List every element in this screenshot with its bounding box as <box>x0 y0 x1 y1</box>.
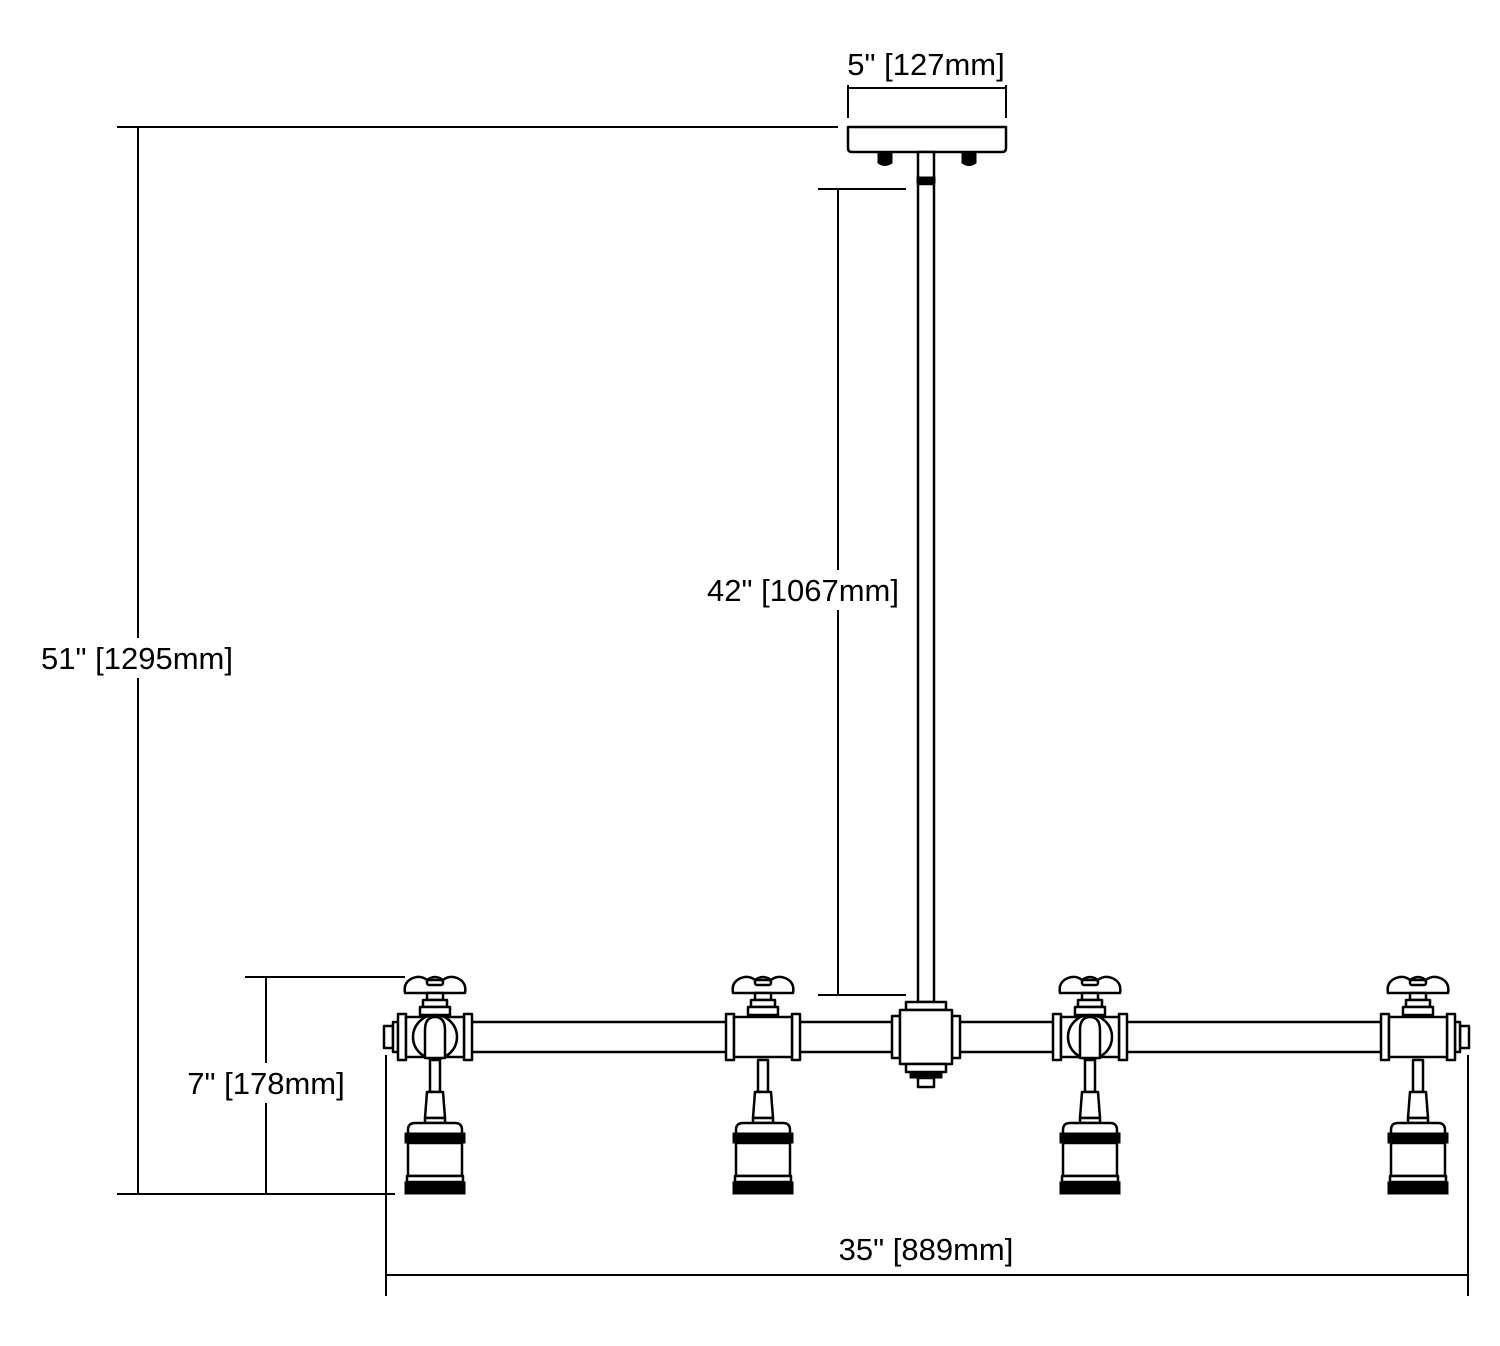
stem <box>916 150 936 1004</box>
socket-lip <box>1060 1174 1120 1184</box>
valve-handle-hub <box>1080 978 1100 987</box>
socket-lip <box>405 1174 465 1184</box>
socket-top <box>734 1121 792 1136</box>
canopy-screw <box>877 151 893 166</box>
light-height-dimension: 7" [178mm] <box>175 976 405 1194</box>
end-cap <box>382 1024 395 1050</box>
light-4 <box>1379 975 1471 1195</box>
overall-width-label: 35" [889mm] <box>839 1232 1014 1267</box>
socket-lip <box>733 1174 793 1184</box>
tee-body <box>732 1015 794 1059</box>
overall-height-dimension: 51" [1295mm] <box>25 126 838 1195</box>
socket-band-bottom <box>1059 1181 1121 1195</box>
valve-lever <box>1078 1015 1102 1060</box>
valve-handle-hub <box>753 978 773 987</box>
valve-lever <box>423 1015 447 1060</box>
valve-handle-hub <box>1408 978 1428 987</box>
socket-neck <box>1406 1090 1430 1120</box>
socket-band-top <box>1387 1132 1449 1144</box>
socket-cup <box>734 1141 792 1178</box>
end-cap <box>1458 1024 1471 1050</box>
socket-top <box>406 1121 464 1136</box>
valve-collar <box>746 1005 780 1017</box>
socket-band-top <box>1059 1132 1121 1144</box>
socket-band-top <box>732 1132 794 1144</box>
overall-height-label: 51" [1295mm] <box>41 641 233 676</box>
socket-top <box>1389 1121 1447 1136</box>
light-2 <box>724 975 802 1195</box>
socket-band-bottom <box>1387 1181 1449 1195</box>
stem-length-dimension: 42" [1067mm] <box>690 188 915 996</box>
socket-band-top <box>404 1132 466 1144</box>
light-1 <box>382 975 474 1195</box>
center-cross-fitting <box>890 1000 962 1089</box>
valve-handle-hub <box>425 978 445 987</box>
canopy-width-dimension: 5" [127mm] <box>847 47 1007 118</box>
socket-top <box>1061 1121 1119 1136</box>
valve-collar <box>1401 1005 1435 1017</box>
socket-band-bottom <box>732 1181 794 1195</box>
light-height-label: 7" [178mm] <box>187 1066 344 1101</box>
socket-band-bottom <box>404 1181 466 1195</box>
socket-cup <box>1389 1141 1447 1178</box>
socket-neck <box>751 1090 775 1120</box>
light-3 <box>1051 975 1129 1195</box>
socket-cup <box>1061 1141 1119 1178</box>
canopy-width-label: 5" [127mm] <box>847 47 1004 82</box>
drop-rod <box>1411 1058 1425 1094</box>
drop-rod <box>756 1058 770 1094</box>
socket-cup <box>406 1141 464 1178</box>
lights <box>382 975 1471 1195</box>
drop-rod <box>428 1058 442 1094</box>
canopy-screw <box>961 151 977 166</box>
socket-lip <box>1388 1174 1448 1184</box>
stem-length-label: 42" [1067mm] <box>707 573 899 608</box>
socket-neck <box>423 1090 447 1120</box>
drop-rod <box>1083 1058 1097 1094</box>
canopy <box>846 125 1008 166</box>
overall-width-dimension: 35" [889mm] <box>385 1055 1469 1296</box>
socket-neck <box>1078 1090 1102 1120</box>
tee-body <box>1387 1015 1449 1059</box>
